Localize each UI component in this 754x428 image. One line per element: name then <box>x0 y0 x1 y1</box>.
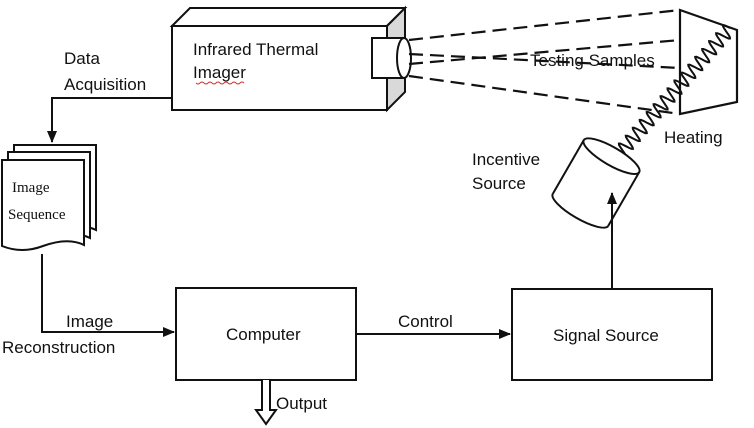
heating-label: Heating <box>664 128 723 147</box>
cylinder-top <box>582 137 641 175</box>
cylinder-bottom <box>551 193 610 229</box>
data-acquisition-line-2: Acquisition <box>64 75 146 94</box>
heating-wave <box>610 24 732 166</box>
signal-source-label: Signal Source <box>553 326 659 345</box>
incentive-label-line-2: Source <box>472 174 526 193</box>
image-sequence-label: Image Sequence <box>8 180 66 223</box>
incentive-source <box>551 137 641 229</box>
data-acquisition-arrow <box>47 97 172 143</box>
imager-front-face <box>171 25 388 111</box>
computer-box <box>175 287 357 381</box>
control-label: Control <box>398 312 453 331</box>
data-acquisition-line-1: Data <box>64 49 100 68</box>
incentive-label: Incentive Source <box>472 150 545 193</box>
imager-top-face <box>169 7 408 27</box>
output-arrow <box>254 380 278 426</box>
signal-source-box <box>511 288 713 381</box>
image-reconstruction-line-2: Reconstruction <box>2 338 115 357</box>
infrared-imager: Infrared Thermal Imager <box>169 5 412 113</box>
samples-label: Testing Samples <box>530 51 655 70</box>
output-label: Output <box>276 394 327 413</box>
computer-label: Computer <box>226 325 301 344</box>
computer-node: Computer <box>175 287 357 381</box>
signal-source-node: Signal Source <box>511 288 713 381</box>
image-reconstruction-label: Image Reconstruction <box>2 312 118 357</box>
incentive-label-line-1: Incentive <box>472 150 540 169</box>
imager-label-line-2: Imager <box>193 63 246 82</box>
image-sequence: Image Sequence <box>1 144 97 251</box>
data-acquisition-label: Data Acquisition <box>64 49 146 94</box>
imager-label: Infrared Thermal Imager <box>193 40 323 82</box>
document-front <box>1 159 85 251</box>
image-reconstruction-line-1: Image <box>66 312 113 331</box>
imager-label-line-1: Infrared Thermal <box>193 40 318 59</box>
image-sequence-line-2: Sequence <box>8 207 66 223</box>
image-reconstruction-arrow <box>41 254 175 337</box>
image-sequence-line-1: Image <box>12 180 50 196</box>
lens-icon <box>371 37 412 79</box>
spell-check-underline <box>195 81 245 85</box>
field-of-view-lines <box>408 8 681 116</box>
